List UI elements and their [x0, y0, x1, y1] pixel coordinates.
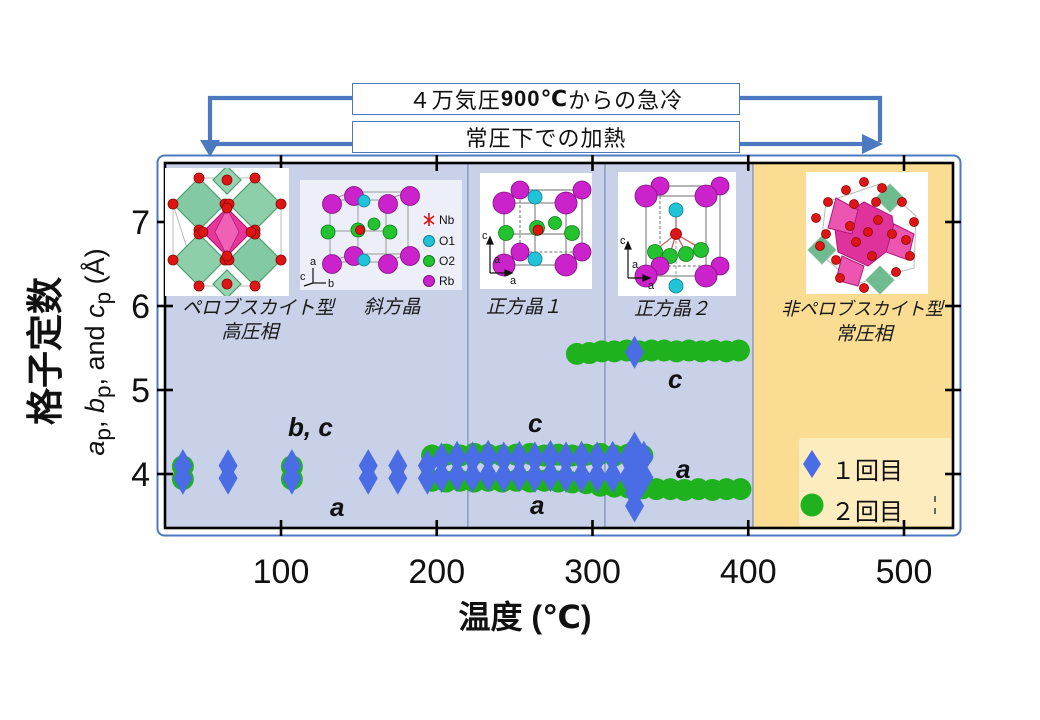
heating-text: 常圧下での加熱 [465, 126, 627, 151]
x-tick-label: 400 [720, 553, 777, 591]
y-axis-title-jp: 格子定数 [25, 277, 66, 425]
data-point-run2 [727, 339, 750, 362]
crystal-structure-perovskite-image [165, 168, 289, 296]
phase-label-tetragonal1: 正方晶１ [485, 297, 562, 318]
data-point-run1 [282, 461, 302, 495]
data-point-run1 [478, 459, 498, 493]
data-point-run1 [173, 461, 193, 495]
label-tetragonal2-c: c [668, 364, 683, 394]
data-point-run1 [463, 441, 483, 475]
crystal-structure-orthorhombic-image: Nb O1 O2 Rb a b c [300, 180, 462, 290]
data-point-run1 [388, 461, 408, 495]
quench-text-prefix: ４万気圧 [408, 88, 501, 113]
legend-circle-run2 [800, 493, 824, 517]
axis-c-label: c [620, 235, 626, 247]
data-point-run1 [447, 459, 467, 493]
data-point-run1 [417, 461, 437, 495]
x-tick-label: 100 [253, 553, 310, 591]
axis-a-label: a [510, 275, 517, 287]
data-point-run1 [587, 441, 607, 475]
data-point-run1 [509, 459, 529, 493]
label-orthorhombic-a: a [330, 492, 345, 522]
quench-arrow-line [207, 95, 352, 140]
crystal-structure-tetragonal1-image: c a a [480, 173, 592, 289]
legend-rb-label: Rb [439, 274, 455, 288]
axis-a-label: a [310, 256, 317, 268]
data-point-run1 [494, 441, 514, 475]
phase-label-perovskite-line1: ペロブスカイト型 [181, 298, 334, 319]
axis-b-label: b [328, 278, 334, 290]
annotation-arrows [207, 95, 883, 147]
data-point-run1 [218, 461, 238, 495]
x-tick-label: 500 [876, 553, 933, 591]
axis-a-label: a [648, 280, 655, 292]
data-point-run1 [358, 461, 378, 495]
axis-ticks: 100 200 300 400 500 4 5 6 7 [131, 155, 961, 591]
axis-a-label: a [632, 259, 639, 271]
data-point-run1 [447, 440, 467, 474]
data-point-run1 [540, 459, 560, 493]
phase-label-nonperovskite-line2: 常圧相 [835, 324, 893, 345]
data-point-run1 [603, 440, 623, 474]
legend-diamond-run1 [803, 450, 821, 478]
data-point-run1 [525, 441, 545, 475]
textbox-border-artifact [934, 496, 936, 514]
x-tick-label: 200 [408, 553, 465, 591]
axis-a-label: a [494, 254, 501, 266]
quench-text-bold: 900℃ [500, 86, 569, 111]
x-tick-label: 300 [564, 553, 621, 591]
data-markers [171, 335, 752, 523]
data-point-run1 [431, 442, 451, 476]
phase-label-orthorhombic: 斜方晶 [363, 297, 421, 318]
phase-label-tetragonal2: 正方晶２ [633, 299, 710, 320]
axis-c-label: c [482, 230, 488, 242]
legend-nb-label: Nb [439, 213, 455, 227]
crystal-structure-nonperovskite-image [806, 172, 928, 294]
data-point-run1 [556, 460, 576, 494]
label-orthorhombic-bc: b, c [288, 412, 333, 442]
phase-label-nonperovskite-line1: 非ペロブスカイト型 [781, 299, 943, 319]
y-tick-label: 4 [131, 456, 150, 494]
label-tetragonal1-a: a [530, 490, 545, 520]
data-point-run1 [603, 460, 623, 494]
data-point-run1 [556, 441, 576, 475]
outer-border [156, 154, 962, 537]
data-point-run1 [478, 439, 498, 473]
heating-arrowhead [862, 134, 883, 154]
plot-frame [163, 161, 955, 530]
legend-box [799, 438, 952, 526]
quench-arrow-line-right [738, 95, 883, 142]
data-point-run1 [625, 489, 645, 523]
heating-annotation-box: 常圧下での加熱 [352, 121, 740, 153]
quench-text-suffix: からの急冷 [568, 88, 684, 113]
legend-swatches [800, 450, 824, 517]
data-point-run1 [540, 439, 560, 473]
data-point-run1 [463, 460, 483, 494]
data-point-run1 [625, 335, 645, 369]
legend-o1-label: O1 [439, 234, 455, 248]
label-tetragonal1-c: c [528, 408, 543, 438]
legend-label-run2: ２回目 [831, 499, 903, 526]
data-point-run1 [525, 460, 545, 494]
label-tetragonal2-a: a [676, 454, 691, 484]
phase-label-perovskite-line2: 高圧相 [221, 322, 279, 343]
axis-c-label: c [300, 271, 306, 283]
data-point-run1 [572, 440, 592, 474]
legend-o2-label: O2 [439, 254, 455, 268]
y-tick-label: 5 [131, 372, 150, 410]
y-tick-label: 7 [131, 204, 150, 242]
data-point-run1 [572, 460, 592, 494]
data-point-run2 [729, 478, 752, 501]
y-axis-title-latin: ap, bp, and cp (Å) [80, 248, 116, 456]
data-point-run1 [587, 460, 607, 494]
legend-label-run1: １回目 [831, 458, 903, 485]
data-point-run1 [431, 460, 451, 494]
data-point-run1 [509, 440, 529, 474]
y-tick-label: 6 [131, 288, 150, 326]
crystal-structure-tetragonal2-image: c a a [618, 172, 736, 296]
data-point-run1 [494, 460, 514, 494]
x-axis-title: 温度 (℃) [458, 599, 592, 635]
quench-arrowhead [200, 140, 220, 157]
